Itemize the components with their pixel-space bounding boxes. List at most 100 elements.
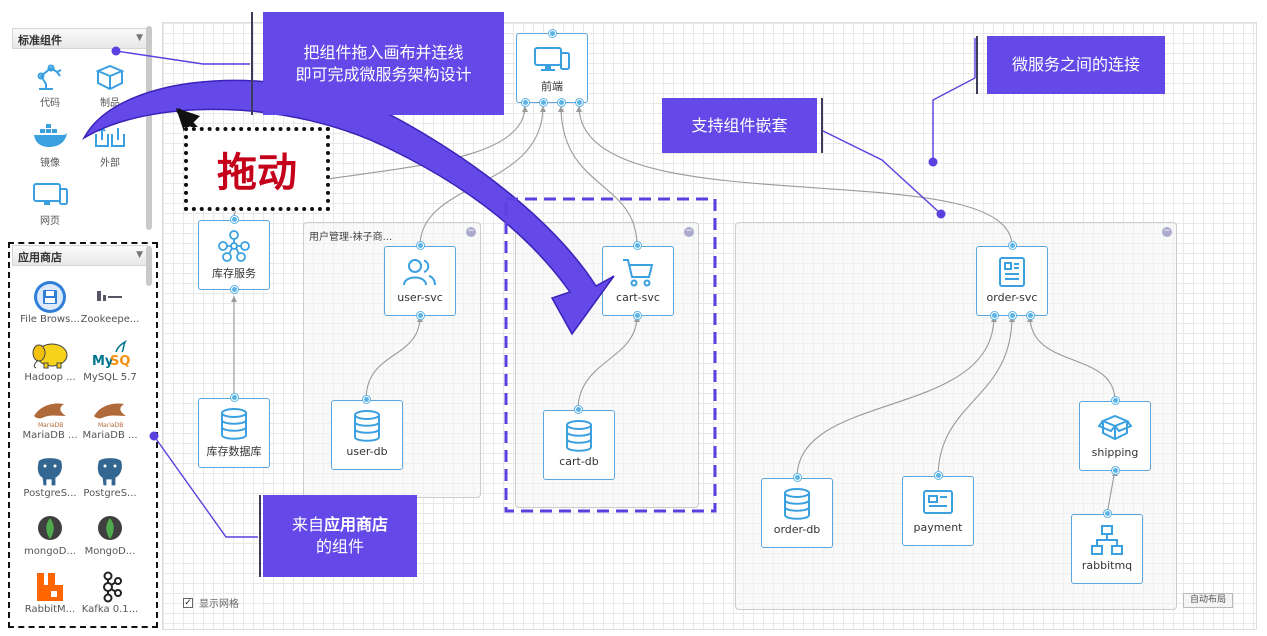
callout-line-2: 即可完成微服务架构设计: [295, 64, 472, 84]
port[interactable]: [1009, 242, 1016, 249]
mariadb-seal-icon: MariaDB: [78, 396, 142, 430]
collapse-triangle-icon[interactable]: ▼: [136, 250, 143, 260]
node-user-svc[interactable]: user-svc: [384, 246, 456, 316]
port[interactable]: [1112, 467, 1119, 474]
app-zookeeper[interactable]: Zookeepe...: [78, 280, 142, 325]
app-mysql[interactable]: MySQL MySQL 5.7: [78, 338, 142, 383]
palette-item-label: MySQL 5.7: [83, 372, 137, 383]
node-label: 前端: [541, 80, 563, 93]
collapse-icon[interactable]: −: [466, 226, 476, 237]
callout-line-1: 把组件拖入画布并连线: [303, 42, 464, 62]
show-grid-toggle[interactable]: ✓ 显示网格: [183, 595, 239, 610]
port[interactable]: [1009, 312, 1016, 319]
node-shipping[interactable]: shipping: [1079, 401, 1151, 471]
port[interactable]: [935, 472, 942, 479]
hierarchy-icon: [1072, 515, 1142, 559]
app-hadoop[interactable]: Hadoop ...: [18, 338, 82, 383]
node-inventory-db[interactable]: 库存数据库: [198, 398, 270, 468]
node-label: shipping: [1091, 446, 1139, 459]
app-store-scrollbar[interactable]: [146, 246, 152, 286]
port[interactable]: [558, 99, 565, 106]
port[interactable]: [549, 30, 556, 37]
palette-item-webpage[interactable]: 网页: [18, 178, 82, 227]
port[interactable]: [540, 99, 547, 106]
kafka-icon: [78, 570, 142, 604]
node-order-svc[interactable]: order-svc: [976, 246, 1048, 316]
port[interactable]: [1112, 397, 1119, 404]
svg-text:MariaDB: MariaDB: [98, 422, 123, 428]
port[interactable]: [417, 312, 424, 319]
node-label: payment: [913, 521, 963, 534]
port[interactable]: [576, 99, 583, 106]
node-cart-db[interactable]: cart-db: [543, 410, 615, 480]
callout-line-2: 的组件: [315, 537, 364, 556]
external-icon: [78, 120, 142, 154]
monitor-icon: [18, 178, 82, 212]
port[interactable]: [231, 216, 238, 223]
package-icon: [1080, 402, 1150, 446]
app-rabbitmq[interactable]: RabbitM...: [18, 570, 82, 615]
port[interactable]: [417, 242, 424, 249]
node-user-db[interactable]: user-db: [331, 400, 403, 470]
callout-bold: 应用商店: [324, 515, 389, 535]
callout-text: 支持组件嵌套: [691, 115, 788, 135]
users-icon: [385, 247, 455, 291]
port[interactable]: [575, 406, 582, 413]
palette-item-label: 外部: [100, 158, 120, 169]
port[interactable]: [1104, 510, 1111, 517]
svg-text:MariaDB: MariaDB: [38, 422, 63, 428]
palette-item-label: PostgreS...: [23, 488, 77, 499]
node-label: order-svc: [986, 291, 1038, 304]
palette-item-image[interactable]: 镜像: [18, 120, 82, 169]
zookeeper-icon: [78, 280, 142, 314]
port[interactable]: [231, 286, 238, 293]
palette-item-code[interactable]: 代码: [18, 60, 82, 109]
collapse-icon[interactable]: −: [684, 226, 694, 237]
app-postgres-2[interactable]: PostgreS...: [78, 454, 142, 499]
package-icon: [78, 60, 142, 94]
port[interactable]: [522, 99, 529, 106]
port[interactable]: [1027, 312, 1034, 319]
standard-components-header[interactable]: 标准组件▼: [12, 28, 148, 49]
collapse-triangle-icon[interactable]: ▼: [136, 33, 143, 43]
palette-item-artifact[interactable]: 制品: [78, 60, 142, 109]
port[interactable]: [634, 242, 641, 249]
collapse-icon[interactable]: −: [1162, 226, 1172, 237]
app-mariadb-2[interactable]: MariaDB MariaDB ...: [78, 396, 142, 441]
payment-card-icon: [903, 477, 973, 521]
node-frontend[interactable]: 前端: [516, 33, 588, 103]
app-kafka[interactable]: Kafka 0.1...: [78, 570, 142, 615]
node-cart-svc[interactable]: cart-svc: [602, 246, 674, 316]
port[interactable]: [231, 394, 238, 401]
app-store-header[interactable]: 应用商店▼: [12, 245, 148, 266]
port[interactable]: [794, 474, 801, 481]
port[interactable]: [991, 312, 998, 319]
node-rabbitmq[interactable]: rabbitmq: [1071, 514, 1143, 584]
svg-text:SQL: SQL: [110, 354, 130, 369]
monitor-icon: [517, 34, 587, 78]
database-icon: [332, 401, 402, 445]
auto-layout-button[interactable]: 自动布局: [1183, 593, 1233, 608]
hadoop-elephant-icon: [18, 338, 82, 372]
app-mongodb-1[interactable]: mongoD...: [18, 512, 82, 557]
app-mariadb-1[interactable]: MariaDB MariaDB ...: [18, 396, 82, 441]
app-file-browser[interactable]: File Brows...: [18, 280, 82, 325]
node-payment[interactable]: payment: [902, 476, 974, 546]
cart-icon: [603, 247, 673, 291]
app-postgres-1[interactable]: PostgreS...: [18, 454, 82, 499]
port[interactable]: [363, 396, 370, 403]
database-icon: [544, 411, 614, 455]
checkbox-icon[interactable]: ✓: [183, 597, 193, 608]
palette-item-label: RabbitM...: [24, 604, 76, 615]
palette-scrollbar[interactable]: [146, 26, 152, 230]
floppy-icon: [18, 280, 82, 314]
port[interactable]: [634, 312, 641, 319]
palette-item-external[interactable]: 外部: [78, 120, 142, 169]
cluster-icon: [199, 221, 269, 265]
node-order-db[interactable]: order-db: [761, 478, 833, 548]
node-inventory-service[interactable]: 库存服务: [198, 220, 270, 290]
callout-bar: [259, 495, 261, 577]
palette-item-label: MariaDB ...: [82, 430, 138, 441]
app-mongodb-2[interactable]: MongoD...: [78, 512, 142, 557]
